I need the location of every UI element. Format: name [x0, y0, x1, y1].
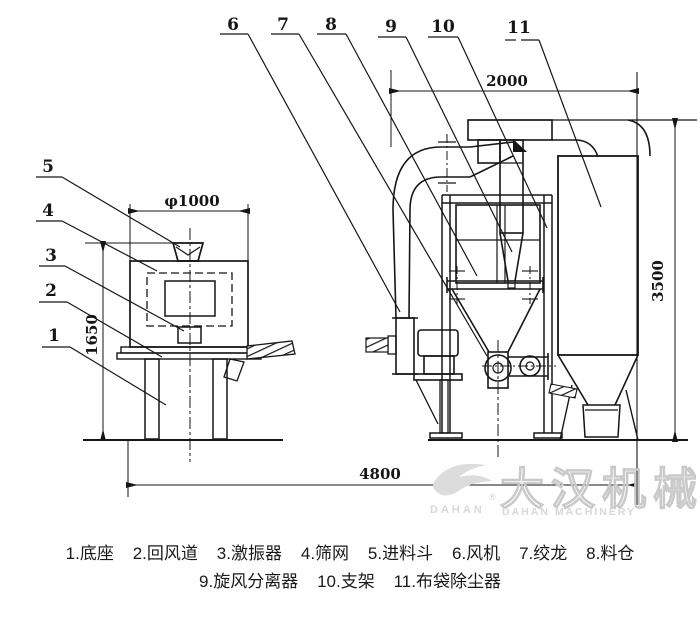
- funnel: [451, 288, 490, 353]
- filter-spout: [548, 383, 578, 399]
- support-frame: [429, 194, 563, 439]
- sifter-front-view: [83, 228, 296, 462]
- callout-7-auger: 7: [277, 15, 289, 35]
- dim-right-height: 3500: [649, 260, 667, 302]
- cyclone-cone: [499, 232, 509, 282]
- callout-4-screen: 4: [42, 201, 54, 221]
- dahan-swoosh-logo-icon: [433, 463, 492, 496]
- legend-row-2: 9.旋风分离器 10.支架 11.布袋除尘器: [199, 572, 501, 591]
- callout-5-feed-hopper: 5: [42, 157, 54, 177]
- watermark-english: DAHAN MACHINERY: [502, 506, 636, 518]
- callout-2-return-duct: 2: [45, 281, 57, 301]
- left-callouts: 5 4 3 2 1: [36, 157, 185, 406]
- top-callouts: 6 7 8 9 10 11: [220, 15, 602, 357]
- callout-1-base: 1: [48, 326, 60, 346]
- callout-3-exciter: 3: [45, 246, 57, 266]
- return-air-duct: [392, 146, 470, 319]
- dim-left-height: 1650: [83, 314, 101, 356]
- platform: [446, 266, 544, 304]
- registered-mark: ®: [489, 492, 496, 502]
- base-leg: [212, 358, 228, 440]
- watermark-chinese: 大汉机械: [500, 465, 700, 514]
- left-dimensions: φ1000 1650: [83, 192, 250, 441]
- callout-8-silo: 8: [325, 15, 337, 35]
- parts-legend: 1.底座 2.回风道 3.激振器 4.筛网 5.进料斗 6.风机 7.绞龙 8.…: [0, 540, 700, 596]
- discharge-spout: [223, 358, 245, 382]
- flange-plate: [120, 346, 258, 354]
- legend-row-1: 1.底座 2.回风道 3.激振器 4.筛网 5.进料斗 6.风机 7.绞龙 8.…: [65, 544, 635, 563]
- auger-screw-stub: [365, 337, 389, 353]
- discharge-chute: [246, 340, 296, 360]
- cyclone-inlet-mark: [513, 139, 527, 152]
- silo-bin: [455, 204, 541, 284]
- watermark-brand: DAHAN: [430, 504, 485, 516]
- dust-bin: [582, 404, 621, 438]
- drawing-svg: φ1000 1650 5 4 3 2 1: [36, 15, 700, 518]
- auger-conveyor: [482, 353, 556, 380]
- callout-10-frame: 10: [431, 17, 455, 37]
- dim-total-width: 4800: [359, 465, 401, 483]
- callout-11-bag-filter: 11: [507, 18, 531, 38]
- cyclone-barrel: [499, 139, 524, 234]
- filter-inlet-duct: [552, 139, 599, 158]
- sifter-body: [129, 260, 249, 348]
- fan-motor: [417, 329, 459, 357]
- fan-unit: [365, 317, 463, 434]
- callout-6-fan: 6: [227, 15, 239, 35]
- dim-diameter: φ1000: [164, 192, 219, 210]
- right-dimensions: 2000 3500 4800: [126, 70, 678, 497]
- top-plate: [467, 119, 553, 141]
- dim-top-width: 2000: [486, 72, 528, 90]
- air-duct-plate: [116, 352, 262, 360]
- bag-dust-collector: [548, 155, 639, 441]
- watermark: ® DAHAN 大汉机械 DAHAN MACHINERY: [430, 463, 700, 518]
- system-side-view: [365, 72, 697, 505]
- callout-9-cyclone: 9: [385, 17, 397, 37]
